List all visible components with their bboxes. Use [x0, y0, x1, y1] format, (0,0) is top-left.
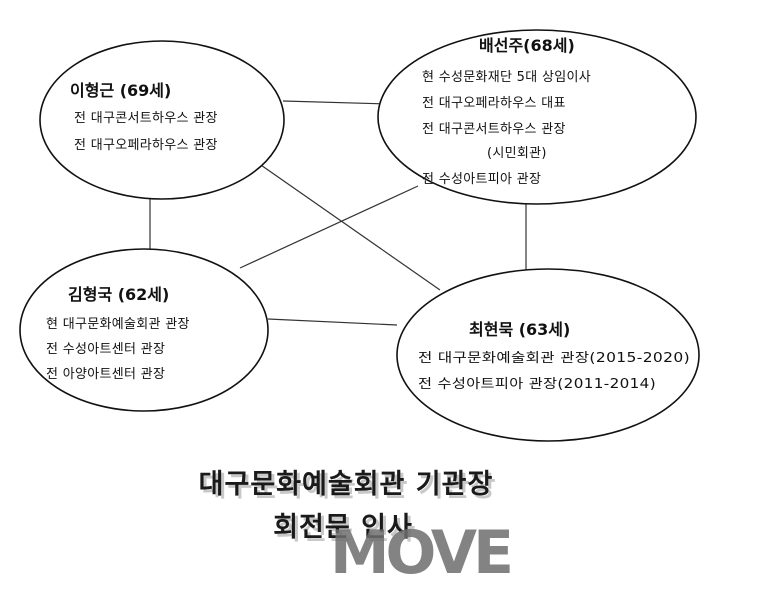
node-choi-role: 전 대구문화예술회관 관장(2015-2020) — [418, 351, 690, 366]
node-lee-role: 전 대구콘서트하우스 관장 — [74, 111, 218, 126]
diagram-title: 대구문화예술회관 기관장 대구문화예술회관 기관장 회전문 인사 회전문 인사 — [199, 469, 497, 546]
connector-lee-bae — [282, 100, 389, 105]
connector-kim-choi — [267, 318, 398, 326]
node-bae-role: (시민회관) — [487, 146, 547, 161]
node-bae-ellipse — [377, 29, 697, 205]
node-lee-role: 전 대구오페라하우스 관장 — [74, 138, 218, 153]
node-choi-name: 최현묵 (63세) — [469, 320, 570, 339]
node-bae: 배선주(68세) 현 수성문화재단 5대 상임이사 전 대구오페라하우스 대표 … — [377, 29, 697, 205]
title-line1: 대구문화예술회관 기관장 — [199, 469, 494, 500]
node-bae-name: 배선주(68세) — [479, 36, 575, 55]
node-choi: 최현묵 (63세) 전 대구문화예술회관 관장(2015-2020) 전 수성아… — [396, 268, 700, 442]
node-kim: 김형국 (62세) 현 대구문화예술회관 관장 전 수성아트센터 관장 전 아양… — [19, 248, 269, 412]
node-kim-role: 전 수성아트센터 관장 — [46, 342, 165, 357]
connector-lee-choi — [257, 162, 441, 291]
title-line2-shadow: 회전문 인사 — [276, 515, 416, 546]
title-line2: 회전문 인사 — [273, 512, 413, 543]
move-logo-text: MOVE — [330, 518, 510, 588]
connector-kim-bae — [239, 185, 419, 269]
node-choi-role: 전 수성아트피아 관장(2011-2014) — [418, 377, 656, 392]
node-lee-ellipse — [39, 40, 285, 200]
node-kim-role: 전 아양아트센터 관장 — [46, 367, 165, 382]
connection-lines — [149, 100, 527, 326]
node-bae-role: 전 대구오페라하우스 대표 — [422, 96, 566, 111]
node-lee: 이형근 (69세) 전 대구콘서트하우스 관장 전 대구오페라하우스 관장 — [39, 40, 285, 200]
node-bae-role: 현 수성문화재단 5대 상임이사 — [422, 70, 591, 85]
node-kim-ellipse — [19, 248, 269, 412]
move-logo-watermark: MOVE — [330, 518, 514, 588]
node-kim-name: 김형국 (62세) — [68, 285, 169, 304]
title-line1-shadow: 대구문화예술회관 기관장 — [202, 472, 497, 503]
node-bae-role: 전 대구콘서트하우스 관장 — [422, 122, 566, 137]
node-kim-role: 현 대구문화예술회관 관장 — [46, 317, 190, 332]
node-lee-name: 이형근 (69세) — [70, 81, 171, 100]
node-choi-ellipse — [396, 268, 700, 442]
node-bae-role: 전 수성아트피아 관장 — [422, 172, 541, 187]
